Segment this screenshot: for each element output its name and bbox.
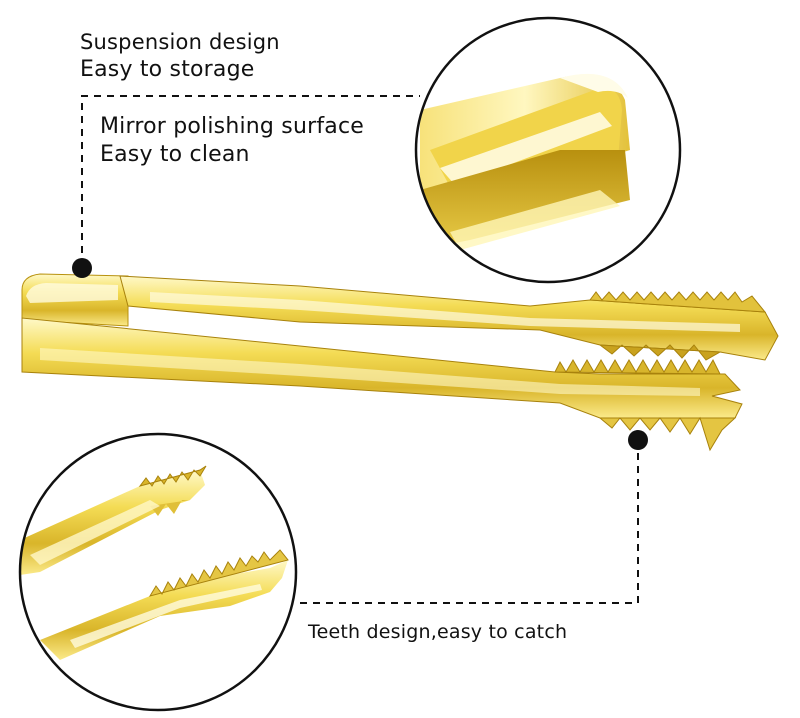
teeth-caption-line1: Teeth design,easy to catch <box>308 621 568 643</box>
mirror-caption-line1: Mirror polishing surface <box>100 114 364 139</box>
mirror-caption-line2: Easy to clean <box>100 142 250 167</box>
dashed-leader-top <box>81 95 420 266</box>
tongs-main <box>21 273 779 452</box>
hinge-zoom-circle <box>414 16 682 284</box>
teeth-zoom-circle <box>18 432 298 712</box>
mirror-caption: Mirror polishing surface Easy to clean <box>100 113 364 169</box>
anchor-dot-hinge <box>72 258 92 278</box>
teeth-caption: Teeth design,easy to catch <box>308 618 567 646</box>
suspension-caption: Suspension design Easy to storage <box>80 28 280 84</box>
suspension-caption-line2: Easy to storage <box>80 57 255 82</box>
anchor-dot-teeth <box>628 430 648 450</box>
suspension-caption-line1: Suspension design <box>80 30 280 54</box>
dashed-leader-bottom <box>298 440 639 604</box>
